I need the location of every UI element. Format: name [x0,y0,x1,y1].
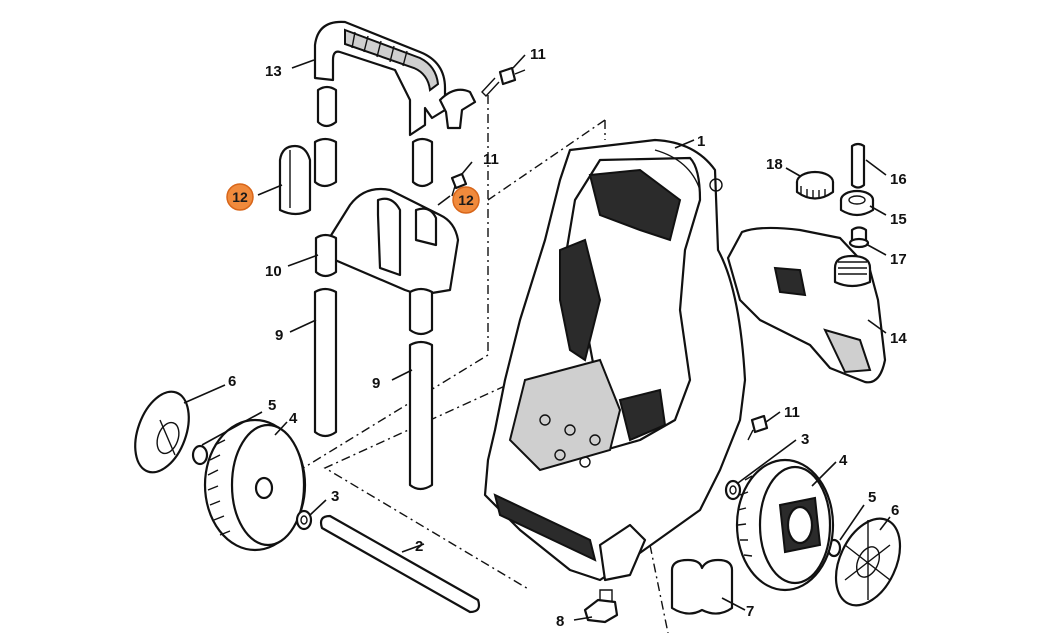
clip-part-left[interactable] [191,444,209,466]
hubcap-part-left[interactable] [125,384,199,479]
label-part-2: 2 [415,538,423,555]
label-part-12-right: 12 [458,192,474,208]
tank-part[interactable] [726,226,887,384]
label-part-12-left: 12 [232,189,248,205]
cap-part-left[interactable] [278,144,312,216]
cap-part-15[interactable] [839,189,875,217]
screw-part-lower[interactable] [747,414,769,441]
label-part-14: 14 [890,330,907,347]
label-part-15: 15 [890,211,907,228]
foot-part[interactable] [583,589,619,624]
hubcap-part-right[interactable] [823,508,913,615]
tube-part-left[interactable] [313,287,338,438]
handle-part[interactable] [313,20,477,137]
frame-part[interactable] [483,138,747,582]
plug-part-17[interactable] [848,226,870,249]
label-part-5-right: 5 [868,489,876,506]
assembly-lines [299,95,669,633]
label-part-9-left: 9 [275,327,283,344]
label-part-16: 16 [890,171,907,188]
highlight-marker [452,186,480,214]
bracket-part[interactable] [314,187,460,336]
label-part-6-right: 6 [891,502,899,519]
label-part-3-right: 3 [801,431,809,448]
label-part-3-left: 3 [331,488,339,505]
tube-part-right[interactable] [408,340,434,491]
highlight-label-12-right[interactable]: 12 [452,186,480,214]
label-part-17: 17 [890,251,907,268]
handle-tubes [313,85,434,188]
washer-part-right[interactable] [724,479,742,501]
label-part-11-middle: 11 [483,151,499,168]
leader-lines [183,54,891,621]
screw-part-top[interactable] [481,66,526,98]
label-part-4-left: 4 [289,410,298,427]
label-part-11-lower: 11 [784,404,800,421]
highlight-marker [226,183,254,211]
label-part-11-top: 11 [530,46,546,63]
screw-part-middle[interactable] [450,172,468,197]
wheel-part-right[interactable] [735,458,835,592]
label-part-8: 8 [556,613,564,630]
label-part-6-left: 6 [228,373,236,390]
rod-part-16[interactable] [850,142,866,189]
label-part-10: 10 [265,263,282,280]
label-part-5-left: 5 [268,397,276,414]
wheel-part-left[interactable] [203,418,307,552]
label-part-13: 13 [265,63,282,80]
label-part-9-right: 9 [372,375,380,392]
washer-part-left[interactable] [295,509,313,531]
bushing-part[interactable] [670,558,734,615]
highlight-label-12-left[interactable]: 12 [226,183,254,211]
label-part-7: 7 [746,603,754,620]
label-part-18: 18 [766,156,783,173]
label-part-1: 1 [697,133,705,150]
part-labels: 1 2 3 3 4 4 5 5 6 6 7 8 9 9 10 11 11 11 … [228,46,907,630]
cap-part-18[interactable] [795,170,835,200]
label-part-4-right: 4 [839,452,848,469]
axle-part[interactable] [319,514,481,614]
